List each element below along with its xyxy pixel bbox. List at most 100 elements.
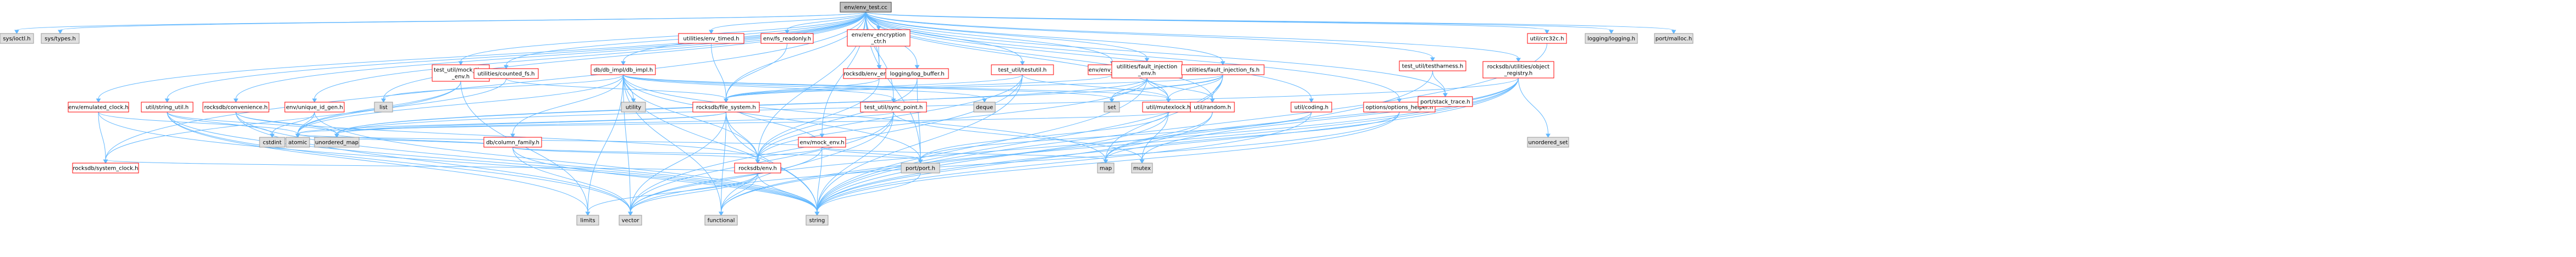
edge-line (512, 74, 624, 135)
node-util-random[interactable]: util/random.h (1190, 102, 1235, 113)
node-env-fs-readonly[interactable]: env/fs_readonly.h (760, 33, 814, 44)
edge-line (817, 147, 823, 213)
edge-rocksdb-env-to-limits (585, 172, 758, 216)
node-util-mutexlock[interactable]: util/mutexlock.h (1142, 102, 1195, 113)
node-label: _env.h (451, 74, 470, 80)
arrowhead-icon (719, 211, 724, 216)
node-label: utilities/counted_fs.h (478, 71, 535, 77)
arrowhead-icon (58, 30, 63, 34)
arrowhead-icon (918, 159, 923, 164)
edge-line (623, 74, 631, 213)
node-label: env/unique_id_gen.h (286, 105, 343, 111)
edge-line (757, 78, 918, 160)
node-label: map (1100, 166, 1112, 172)
node-logging-log-buffer[interactable]: logging/log_buffer.h (885, 68, 949, 79)
node-rocksdb-utilities-object-registry[interactable]: rocksdb/utilities/object_registry.h (1482, 61, 1554, 79)
edge-line (1105, 111, 1213, 160)
edge-line (630, 147, 823, 213)
node-env-emulated-clock[interactable]: env/emulated_clock.h (68, 102, 129, 113)
edge-line (623, 74, 721, 213)
node-box (1190, 102, 1235, 113)
node-set: set (1104, 102, 1120, 113)
node-box (760, 33, 814, 44)
arrowhead-icon (785, 30, 790, 34)
node-label: util/coding.h (1294, 105, 1328, 111)
edge-root-to-rocksdb-convenience (233, 12, 866, 103)
arrowhead-icon (1020, 61, 1025, 65)
edge-utilities-counted-fs-to-rocksdb-file-system (506, 78, 729, 103)
node-label: string (809, 218, 825, 224)
edge-line (297, 111, 1169, 135)
edge-line (817, 111, 1400, 213)
node-label: utilities/env_timed.h (683, 36, 740, 42)
node-utilities-env-timed[interactable]: utilities/env_timed.h (678, 33, 744, 44)
node-util-crc32c[interactable]: util/crc32c.h (1527, 33, 1567, 44)
edge-env-mock-env-to-atomic (295, 133, 823, 148)
node-label: deque (976, 105, 993, 111)
node-label: vector (622, 218, 640, 224)
edge-rocksdb-file-system-to-atomic (295, 111, 726, 138)
node-test-util-sync-point[interactable]: test_util/sync_point.h (860, 102, 927, 113)
node-rocksdb-convenience[interactable]: rocksdb/convenience.h (202, 102, 269, 113)
edge-root-to-sys-ioctl (14, 12, 866, 34)
node-box (576, 215, 599, 226)
node-rocksdb-env[interactable]: rocksdb/env.h (734, 163, 781, 174)
edge-line (167, 111, 273, 135)
node-utilities-fault-injection-fs[interactable]: utilities/fault_injection_fs.h (1181, 64, 1265, 75)
edge-line (105, 81, 461, 160)
edge-line (383, 12, 866, 99)
edge-line (623, 74, 921, 160)
edge-line (297, 78, 506, 135)
node-box (847, 29, 911, 47)
edge-util-string-util-to-limits (167, 111, 591, 216)
edge-db-db-impl-to-vector (623, 74, 633, 216)
edge-line (865, 12, 1674, 31)
arrowhead-icon (709, 30, 714, 34)
node-db-column-family[interactable]: db/column_family.h (483, 137, 542, 148)
node-box (1585, 33, 1638, 44)
edge-line (865, 12, 1213, 99)
edge-line (721, 111, 726, 213)
edge-line (1432, 70, 1446, 94)
edge-line (98, 111, 106, 160)
edge-root-to-util-coding (865, 12, 1314, 103)
node-box (314, 137, 360, 148)
node-env-env-encryption-ctr[interactable]: env/env_encryption_ctr.h (847, 29, 911, 47)
arrowhead-icon (269, 133, 275, 138)
edges-layer (14, 12, 1676, 216)
edge-line (920, 111, 1169, 160)
node-test-util-testutil[interactable]: test_util/testutil.h (991, 64, 1054, 75)
node-label: utilities/fault_injection_fs.h (1186, 68, 1260, 74)
node-label: env/fs_readonly.h (763, 36, 811, 42)
arrowhead-icon (1210, 98, 1215, 103)
edge-rocksdb-env-to-rocksdb-system-clock (103, 159, 758, 174)
node-utilities-fault-injection-env[interactable]: utilities/fault_injection_env.h (1111, 61, 1183, 79)
node-box (1527, 33, 1567, 44)
node-label: port/port.h (906, 166, 935, 172)
node-box (798, 137, 846, 148)
node-rocksdb-system-clock[interactable]: rocksdb/system_clock.h (72, 163, 139, 174)
node-label: env/emulated_clock.h (68, 105, 129, 111)
edge-rocksdb-file-system-to-vector (628, 111, 726, 216)
node-test-util-testharness[interactable]: test_util/testharness.h (1399, 60, 1466, 71)
node-rocksdb-file-system[interactable]: rocksdb/file_system.h (692, 102, 760, 113)
node-utilities-counted-fs[interactable]: utilities/counted_fs.h (473, 68, 539, 79)
edge-root-to-sys-types (58, 12, 866, 34)
node-sys-ioctl: sys/ioctl.h (0, 33, 34, 44)
edge-line (1022, 74, 1169, 99)
edge-root-to-logging-logging (865, 12, 1614, 34)
edge-line (460, 12, 866, 62)
node-options-options-helper[interactable]: options/options_helper.h (1363, 102, 1436, 113)
arrowhead-icon (233, 98, 239, 103)
edge-line (865, 12, 1446, 94)
node-util-string-util[interactable]: util/string_util.h (141, 102, 194, 113)
node-util-coding[interactable]: util/coding.h (1290, 102, 1332, 113)
node-port-stack-trace[interactable]: port/stack_trace.h (1417, 96, 1473, 107)
edge-rocksdb-utilities-object-registry-to-vector (628, 77, 1519, 216)
node-env-mock-env[interactable]: env/mock_env.h (798, 137, 846, 148)
edge-line (711, 43, 726, 99)
edge-line (105, 159, 758, 174)
node-env-unique-id-gen[interactable]: env/unique_id_gen.h (284, 102, 345, 113)
arrowhead-icon (1139, 159, 1145, 164)
node-db-db-impl[interactable]: db/db_impl/db_impl.h (591, 64, 656, 75)
